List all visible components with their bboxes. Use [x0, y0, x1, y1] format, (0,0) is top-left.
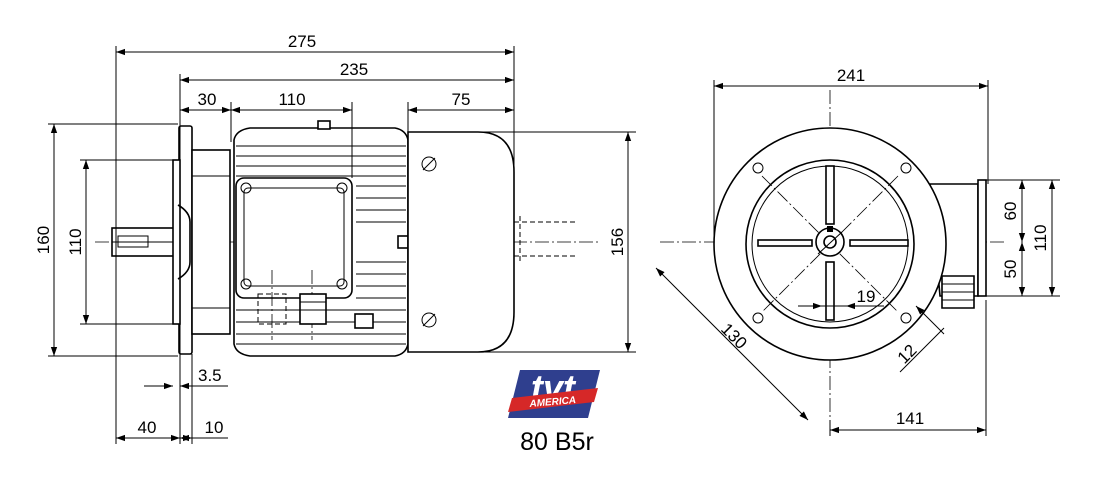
shaft-end [815, 226, 845, 257]
dim-flange-dia: 160 [34, 226, 53, 254]
dim-flange-thickness: 10 [205, 418, 224, 437]
tvt-america-logo: tvt AMERICA [508, 367, 600, 418]
dim-shaft-length: 40 [138, 418, 157, 437]
dim-flange-to-box: 30 [198, 90, 217, 109]
flange [172, 125, 231, 355]
end-view: 241 60 50 110 130 19 12 141 [655, 66, 1060, 436]
dim-height: 156 [608, 228, 627, 256]
side-view: 275 235 30 110 75 160 110 156 3.5 40 10 [34, 32, 636, 444]
model-label: 80 B5r [520, 428, 594, 456]
dim-hole-dia: 12 [894, 341, 921, 368]
dimension-lines [50, 48, 632, 442]
svg-text:AMERICA: AMERICA [528, 395, 576, 410]
dim-box-height: 110 [1031, 224, 1050, 251]
dim-spigot-depth: 3.5 [198, 366, 222, 385]
dim-width: 241 [837, 66, 865, 85]
dim-length-from-flange: 235 [340, 60, 368, 79]
shaft [111, 227, 179, 257]
extension-lines [48, 46, 636, 444]
side-view-dimensions: 275 235 30 110 75 160 110 156 3.5 40 10 [34, 32, 627, 437]
dim-spigot-dia: 110 [66, 228, 85, 255]
dim-fan-cover: 75 [452, 90, 471, 109]
fan-ribs [757, 165, 909, 321]
dim-box-lower: 50 [1001, 260, 1020, 279]
dim-centre-to-box: 141 [896, 409, 924, 428]
dim-overall-length: 275 [288, 32, 316, 51]
fan-cover [407, 131, 578, 353]
terminal-box [235, 177, 353, 340]
dim-shaft-dia: 19 [857, 287, 876, 306]
dim-terminal-box: 110 [278, 90, 305, 109]
dim-box-upper: 60 [1001, 202, 1020, 221]
